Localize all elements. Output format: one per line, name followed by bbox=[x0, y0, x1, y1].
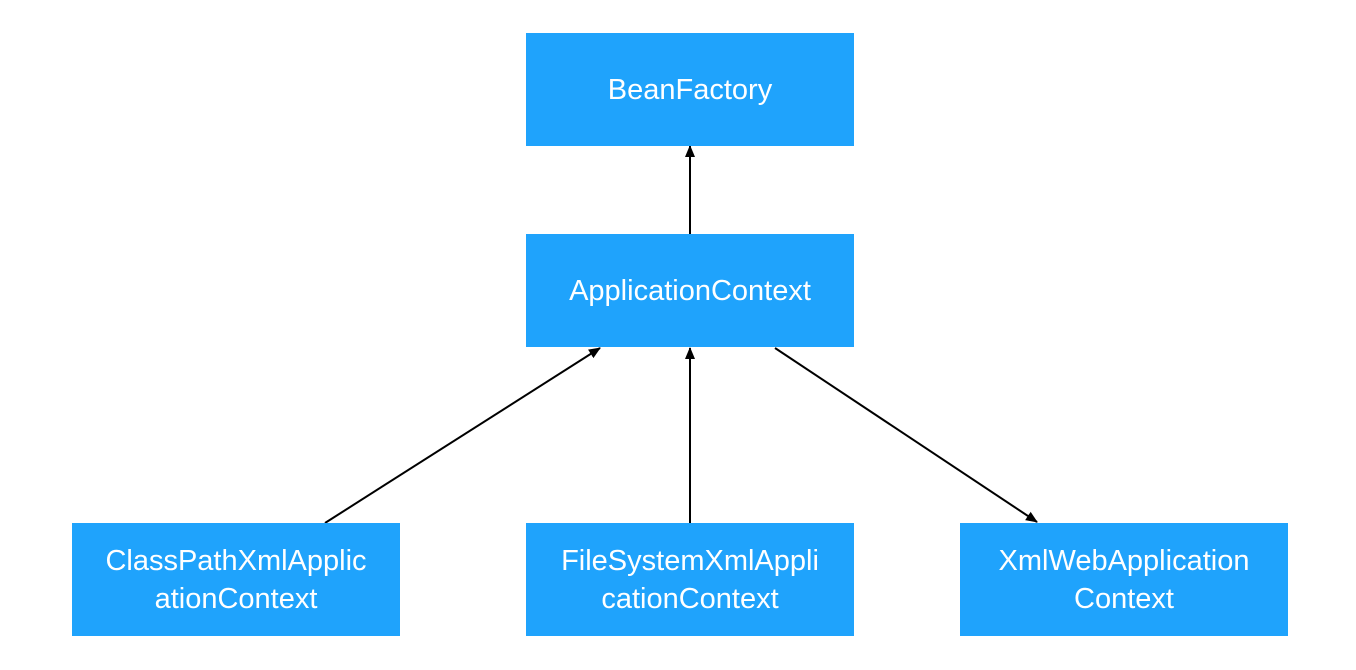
node-classpath-xml-label: ClassPathXmlApplic ationContext bbox=[105, 542, 366, 618]
node-filesystem-xml-label: FileSystemXmlAppli cationContext bbox=[561, 542, 819, 618]
node-label-line: Context bbox=[1074, 582, 1174, 615]
node-label-line: BeanFactory bbox=[607, 73, 773, 106]
node-bean-factory-label: BeanFactory bbox=[608, 71, 772, 109]
node-label-line: XmlWebApplication bbox=[998, 544, 1250, 577]
node-classpath-xml-application-context: ClassPathXmlApplic ationContext bbox=[72, 523, 400, 636]
node-xml-web-application-context: XmlWebApplication Context bbox=[960, 523, 1288, 636]
edge-application-context-to-xml-web bbox=[774, 347, 1038, 523]
edges-layer bbox=[324, 145, 1038, 524]
node-application-context-label: ApplicationContext bbox=[569, 272, 811, 310]
edge-classpath-xml-to-application-context bbox=[324, 347, 601, 524]
node-label-line: ClassPathXmlApplic bbox=[105, 544, 367, 577]
node-filesystem-xml-application-context: FileSystemXmlAppli cationContext bbox=[526, 523, 854, 636]
node-label-line: cationContext bbox=[601, 582, 779, 615]
node-application-context: ApplicationContext bbox=[526, 234, 854, 347]
node-label-line: FileSystemXmlAppli bbox=[561, 544, 819, 577]
node-label-line: ationContext bbox=[154, 582, 318, 615]
node-bean-factory: BeanFactory bbox=[526, 33, 854, 146]
node-xml-web-label: XmlWebApplication Context bbox=[999, 542, 1250, 618]
node-label-line: ApplicationContext bbox=[569, 274, 811, 307]
